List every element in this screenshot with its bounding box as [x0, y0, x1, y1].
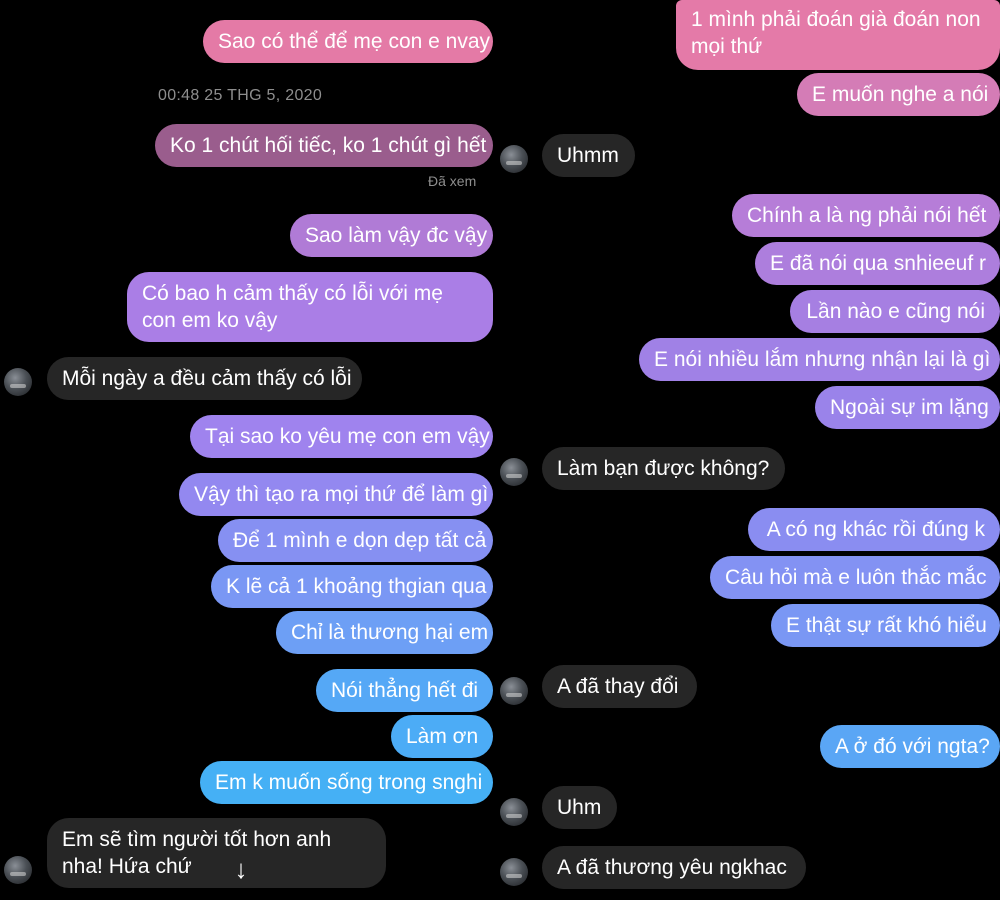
message-bubble-sent[interactable]: E thật sự rất khó hiểu	[771, 604, 1000, 647]
message-bubble-sent[interactable]: Sao có thể để mẹ con e nvay	[203, 20, 493, 63]
message-bubble-sent[interactable]: Lần nào e cũng nói	[790, 290, 1000, 333]
message-bubble-sent[interactable]: A có ng khác rồi đúng k	[748, 508, 1000, 551]
contact-avatar[interactable]	[500, 458, 528, 486]
message-bubble-sent[interactable]: Có bao h cảm thấy có lỗi với mẹ con em k…	[127, 272, 493, 342]
message-bubble-sent[interactable]: Em k muốn sống trong snghi	[200, 761, 493, 804]
message-bubble-received[interactable]: A đã thương yêu ngkhac	[542, 846, 806, 889]
message-bubble-sent[interactable]: 1 mình phải đoán già đoán non mọi thứ	[676, 0, 1000, 70]
message-bubble-sent[interactable]: Làm ơn	[391, 715, 493, 758]
right-chat-panel: 1 mình phải đoán già đoán non mọi thứ E …	[500, 0, 1000, 900]
message-bubble-sent[interactable]: Để 1 mình e dọn dẹp tất cả	[218, 519, 493, 562]
message-bubble-sent[interactable]: E nói nhiều lắm nhưng nhận lại là gì	[639, 338, 1000, 381]
contact-avatar[interactable]	[4, 368, 32, 396]
message-bubble-sent[interactable]: E muốn nghe a nói	[797, 73, 1000, 116]
message-bubble-received[interactable]: Uhm	[542, 786, 617, 829]
left-chat-panel: Sao có thể để mẹ con e nvay 00:48 25 THG…	[0, 0, 496, 900]
message-bubble-sent[interactable]: Nói thẳng hết đi	[316, 669, 493, 712]
message-bubble-sent[interactable]: Câu hỏi mà e luôn thắc mắc	[710, 556, 1000, 599]
message-bubble-sent[interactable]: Tại sao ko yêu mẹ con em vậy	[190, 415, 493, 458]
message-bubble-received[interactable]: Làm bạn được không?	[542, 447, 785, 490]
arrow-down-icon[interactable]: ↓	[234, 854, 248, 884]
message-timestamp: 00:48 25 THG 5, 2020	[158, 87, 323, 104]
message-bubble-sent[interactable]: Ko 1 chút hối tiếc, ko 1 chút gì hết	[155, 124, 493, 167]
message-bubble-sent[interactable]: Vậy thì tạo ra mọi thứ để làm gì	[179, 473, 493, 516]
message-bubble-sent[interactable]: Ngoài sự im lặng	[815, 386, 1000, 429]
message-bubble-sent[interactable]: K lẽ cả 1 khoảng thgian qua	[211, 565, 493, 608]
panel-divider	[496, 0, 500, 900]
message-bubble-received[interactable]: Uhmm	[542, 134, 635, 177]
message-bubble-received[interactable]: Em sẽ tìm người tốt hơn anh nha! Hứa chứ	[47, 818, 386, 888]
message-bubble-sent[interactable]: A ở đó với ngta?	[820, 725, 1000, 768]
seen-status: Đã xem	[428, 173, 477, 189]
message-bubble-received[interactable]: Mỗi ngày a đều cảm thấy có lỗi	[47, 357, 362, 400]
message-bubble-sent[interactable]: E đã nói qua snhieeuf r	[755, 242, 1000, 285]
contact-avatar[interactable]	[4, 856, 32, 884]
contact-avatar[interactable]	[500, 145, 528, 173]
message-bubble-received[interactable]: A đã thay đổi	[542, 665, 697, 708]
contact-avatar[interactable]	[500, 677, 528, 705]
message-bubble-sent[interactable]: Chính a là ng phải nói hết	[732, 194, 1000, 237]
message-bubble-sent[interactable]: Sao làm vậy đc vậy	[290, 214, 493, 257]
message-bubble-sent[interactable]: Chỉ là thương hại em	[276, 611, 493, 654]
contact-avatar[interactable]	[500, 798, 528, 826]
contact-avatar[interactable]	[500, 858, 528, 886]
